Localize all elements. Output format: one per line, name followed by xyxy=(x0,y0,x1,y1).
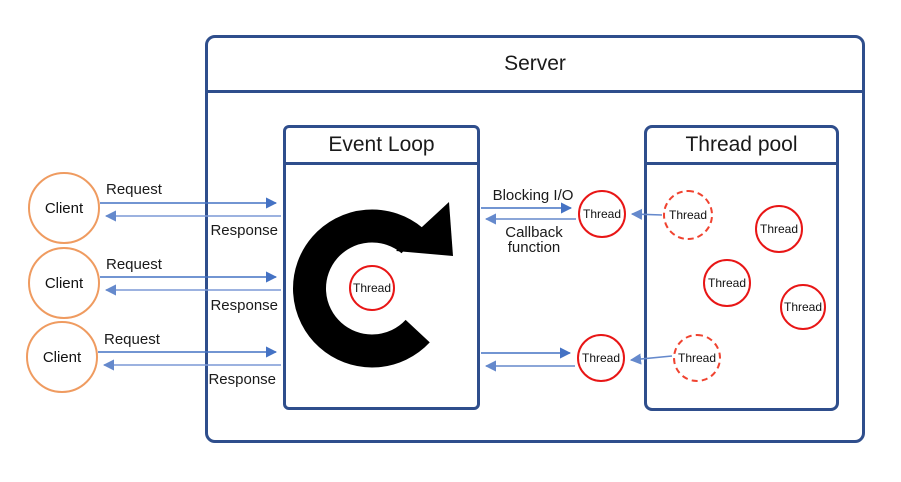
pool-thread-circle-4: Thread xyxy=(780,284,826,330)
server-header: Server xyxy=(208,38,862,93)
response-label-1: Response xyxy=(210,222,278,239)
request-label-3: Request xyxy=(104,331,160,348)
event-loop-header: Event Loop xyxy=(286,128,477,165)
pool-thread-label-5: Thread xyxy=(677,351,717,365)
pool-thread-circle-1: Thread xyxy=(663,190,713,240)
pool-thread-circle-3: Thread xyxy=(703,259,751,307)
pool-thread-circle-5: Thread xyxy=(673,334,721,382)
thread-pool-header: Thread pool xyxy=(647,128,836,165)
client-circle-3: Client xyxy=(26,321,98,393)
thread-pool-title: Thread pool xyxy=(685,133,798,156)
pool-thread-label-3: Thread xyxy=(707,276,747,290)
response-label-2: Response xyxy=(210,297,278,314)
pool-thread-label-1: Thread xyxy=(668,208,708,222)
client-circle-2: Client xyxy=(28,247,100,319)
client-circle-1: Client xyxy=(28,172,100,244)
event-loop-thread-label: Thread xyxy=(352,281,392,295)
client-label-3: Client xyxy=(42,348,82,366)
pool-thread-label-2: Thread xyxy=(759,222,799,236)
client-label-1: Client xyxy=(44,199,84,217)
worker-thread-circle-bottom: Thread xyxy=(577,334,625,382)
callback-function-label: Callback function xyxy=(505,224,563,256)
pool-thread-circle-2: Thread xyxy=(755,205,803,253)
response-label-3: Response xyxy=(208,371,276,388)
client-label-2: Client xyxy=(44,274,84,292)
request-label-1: Request xyxy=(106,181,162,198)
event-loop-thread-circle: Thread xyxy=(349,265,395,311)
worker-thread-label-top: Thread xyxy=(582,207,622,221)
request-label-2: Request xyxy=(106,256,162,273)
pool-thread-label-4: Thread xyxy=(783,300,823,314)
event-loop-title: Event Loop xyxy=(328,133,435,156)
blocking-io-label: Blocking I/O xyxy=(492,187,574,204)
server-title: Server xyxy=(504,52,566,75)
worker-thread-label-bottom: Thread xyxy=(581,351,621,365)
worker-thread-circle-top: Thread xyxy=(578,190,626,238)
